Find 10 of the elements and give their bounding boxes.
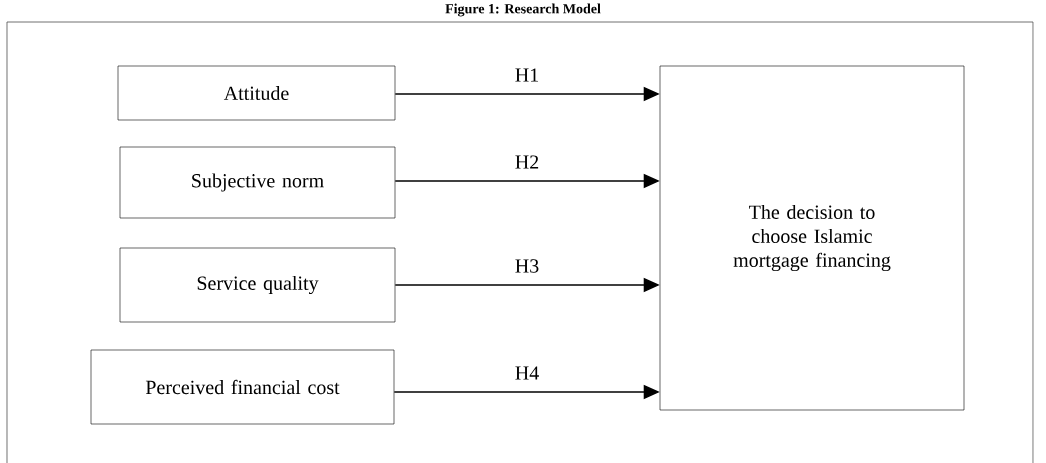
box: Subjective norm [119, 146, 396, 219]
box: Attitude [117, 65, 396, 121]
edge-label: H3 [513, 258, 541, 274]
box: The decision to choose Islamic mortgage financing [659, 65, 965, 411]
edge-label: H1 [513, 67, 541, 83]
title: Figure 1: Research Model [445, 3, 601, 17]
edge-label: H2 [513, 154, 541, 170]
box: Perceived financial cost [90, 349, 395, 425]
box: Service quality [119, 247, 396, 323]
edge-label: H4 [513, 365, 541, 381]
